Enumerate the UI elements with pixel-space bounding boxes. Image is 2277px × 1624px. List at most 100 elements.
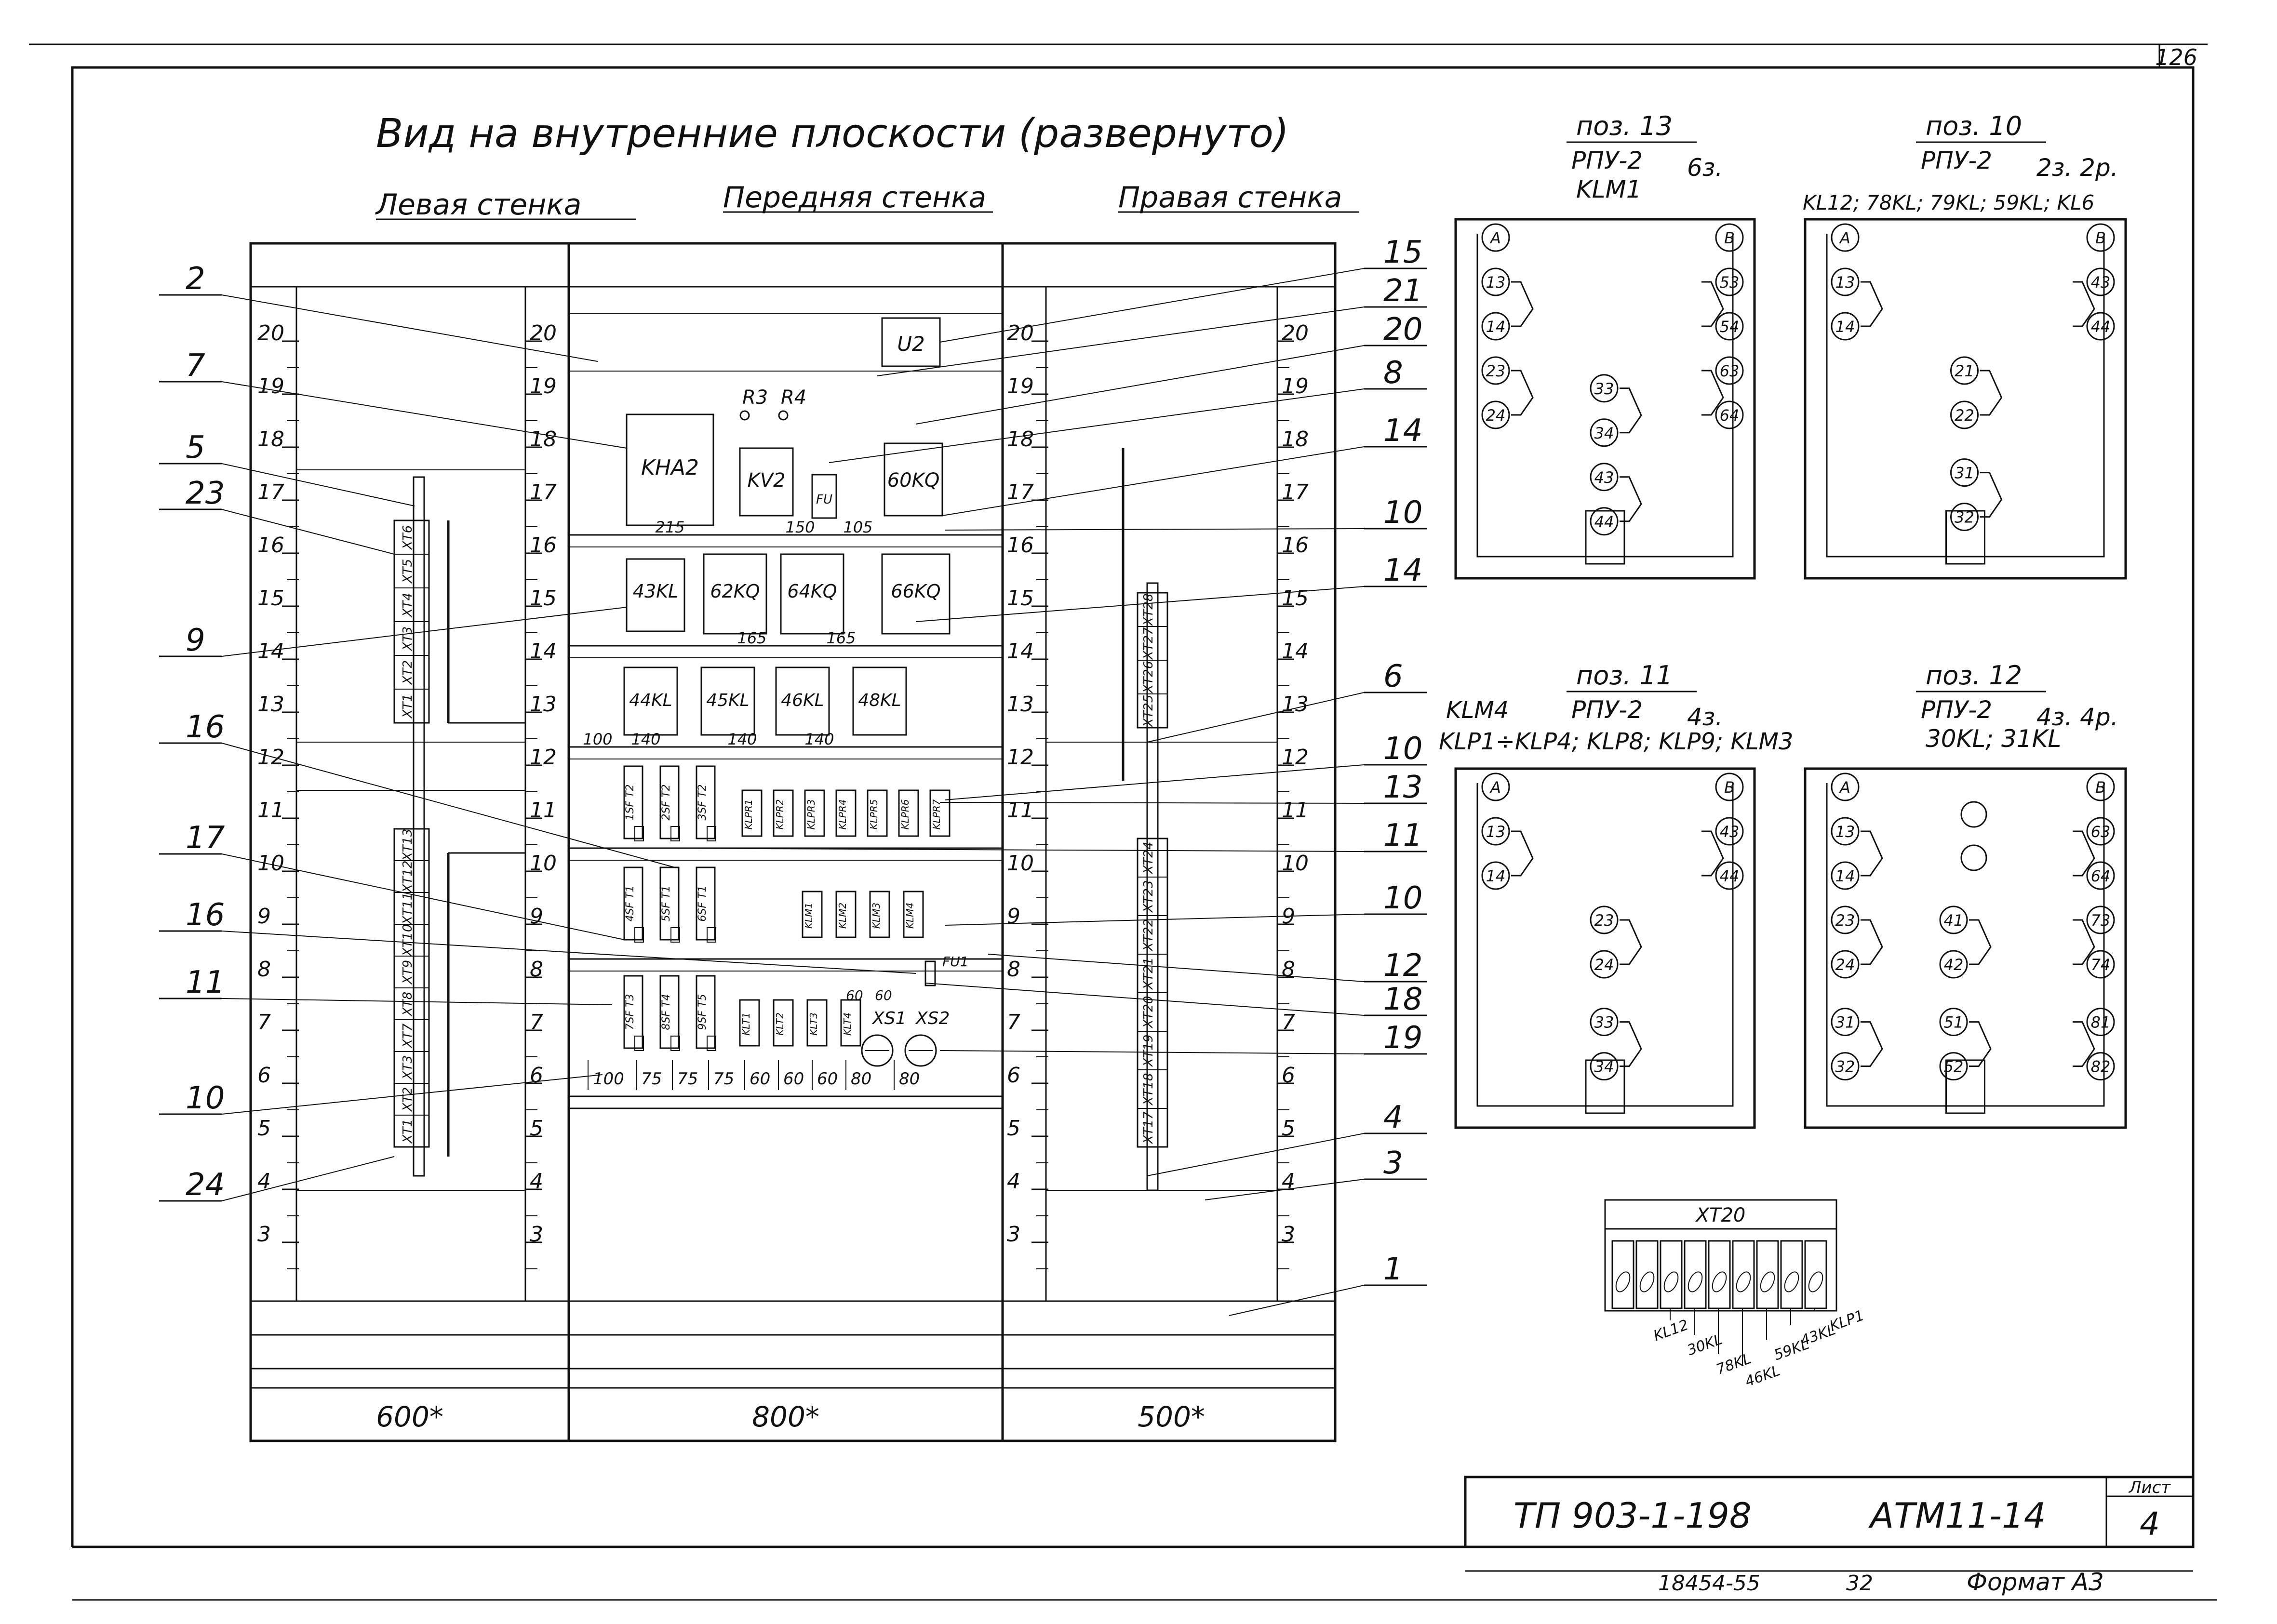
device-60kq-label: 60KQ — [887, 469, 940, 492]
contact-switch — [1969, 1021, 1992, 1067]
relay-terminal-label: 63 — [2091, 823, 2111, 841]
relay-terminal — [1831, 950, 1860, 979]
scale-number: 13 — [1007, 692, 1034, 717]
breaker-lever — [634, 826, 644, 841]
relay-terminal-label: 33 — [1594, 380, 1614, 398]
callout-number: 9 — [186, 623, 205, 658]
sheet-number: 4 — [2140, 1505, 2160, 1543]
contact-switch — [1511, 370, 1534, 416]
relay-terminal-label: 44 — [1594, 513, 1614, 531]
terminal-relay — [929, 789, 951, 837]
xt20-label: XT20 — [1695, 1204, 1746, 1226]
wall-strips — [296, 469, 1277, 1191]
relay-terminal-label: 14 — [1486, 318, 1506, 336]
relay-terminal-label: 24 — [1486, 406, 1506, 425]
terminal-relay — [835, 789, 857, 837]
scale-number: 14 — [1007, 639, 1034, 664]
title-block — [1464, 1476, 2195, 1572]
relay-contacts: 2з. 2р. — [2036, 154, 2118, 182]
callout-number: 19 — [1383, 1020, 1422, 1056]
dim-140a: 140 — [631, 730, 660, 748]
circuit-breaker — [696, 975, 716, 1049]
relay-terminal-label: 63 — [1720, 362, 1740, 380]
left-wall-terminals: XT6XT5XT4XT3XT2XT1XT13XT12XT11XT10XT9XT8… — [393, 476, 525, 1177]
relay-terminal — [1939, 1052, 1968, 1081]
bottom-dim: 75 — [641, 1069, 662, 1089]
terminal-label: XT27 — [1141, 627, 1156, 660]
callout-number: 17 — [186, 820, 225, 856]
dim-right: 500* — [1138, 1400, 1205, 1433]
relay-terminal-label: A — [1839, 778, 1850, 797]
device-kha2 — [626, 413, 714, 526]
relay-terminal — [1831, 861, 1860, 890]
relay-terminal — [1831, 223, 1860, 252]
scale-number: 5 — [1007, 1116, 1020, 1141]
relay-terminal-label: 51 — [1944, 1013, 1964, 1032]
relay-coil — [1585, 510, 1625, 565]
relay-terminal — [1715, 223, 1744, 252]
device-fu — [811, 474, 837, 519]
relay-terminal — [1950, 400, 1979, 429]
relay-terminal-label: 64 — [1720, 406, 1740, 425]
scale-number: 11 — [257, 798, 284, 823]
label-60a: 60 — [846, 987, 863, 1003]
xt20-terminal — [1708, 1240, 1731, 1309]
relay-housing — [1804, 767, 2127, 1129]
dim-front: 800* — [752, 1400, 819, 1433]
relay-terminal-label: 53 — [1720, 273, 1740, 292]
breaker-lever — [670, 826, 680, 841]
dim-215: 215 — [655, 518, 684, 536]
terminal-label: XT24 — [1141, 842, 1156, 875]
relay-terminal-label: 43 — [1720, 823, 1740, 841]
relay-terminal-label: 13 — [1486, 273, 1506, 292]
callout-number: 3 — [1383, 1145, 1403, 1181]
scale-number: 18 — [257, 427, 284, 452]
device-kha2-label: KHA2 — [641, 455, 699, 480]
scale-number: 17 — [1007, 480, 1034, 505]
terminal-label: XT2 — [401, 1087, 415, 1112]
contact-switch — [1701, 281, 1724, 327]
terminal-relay — [741, 789, 763, 837]
relay-terminal — [1715, 817, 1744, 846]
relay-names-2: KLP1÷KLP4; KLP8; KLP9; KLM3 — [1439, 728, 1794, 755]
callout-number: 21 — [1383, 273, 1422, 309]
relay-position: поз. 10 — [1926, 111, 2022, 141]
circuit-breaker — [623, 765, 643, 839]
terminal-label: XT5 — [401, 559, 415, 584]
contact-switch — [1620, 387, 1642, 434]
dim-140b: 140 — [727, 730, 757, 748]
scale-number: 4 — [1007, 1169, 1020, 1194]
relay-terminal-label: 13 — [1835, 273, 1855, 292]
contact-switch — [1511, 281, 1534, 327]
device-kv2 — [739, 447, 794, 517]
xt20-terminal — [1756, 1240, 1779, 1309]
terminal-label: XT23 — [1141, 880, 1156, 914]
relay-terminal-label: 22 — [1955, 406, 1974, 425]
relay-terminal-label: 14 — [1486, 867, 1506, 885]
terminal-relay — [806, 999, 828, 1047]
scale-number: 16 — [1007, 533, 1034, 558]
relay-type: РПУ-2 — [1571, 146, 1643, 174]
relay-terminal — [1481, 817, 1510, 846]
device-45kl-label: 45KL — [706, 691, 749, 710]
terminal-relay-label: KLPR7 — [931, 799, 942, 829]
relay-terminal — [2086, 950, 2115, 979]
callout-number: 1 — [1383, 1251, 1403, 1287]
socket-xs2 — [904, 1034, 937, 1067]
relay-type: РПУ-2 — [1921, 696, 1992, 724]
scale-number: 8 — [257, 957, 271, 982]
terminal-label: XT7 — [401, 1023, 415, 1049]
terminal-relay — [869, 891, 890, 938]
callout-number: 16 — [186, 897, 225, 933]
inventory-number: 18454-55 — [1658, 1571, 1760, 1596]
scale-number: 14 — [257, 639, 284, 664]
terminal-label: XT3 — [401, 626, 415, 652]
terminal-label: XT4 — [401, 593, 415, 618]
device-46kl-label: 46KL — [781, 691, 824, 710]
dim-165a: 165 — [737, 629, 766, 647]
relay-coil — [1945, 510, 1985, 565]
relay-position: поз. 12 — [1926, 660, 2022, 691]
relay-terminal — [1831, 817, 1860, 846]
front-mounting-strips — [569, 313, 1003, 1109]
scale-number: 13 — [257, 692, 284, 717]
